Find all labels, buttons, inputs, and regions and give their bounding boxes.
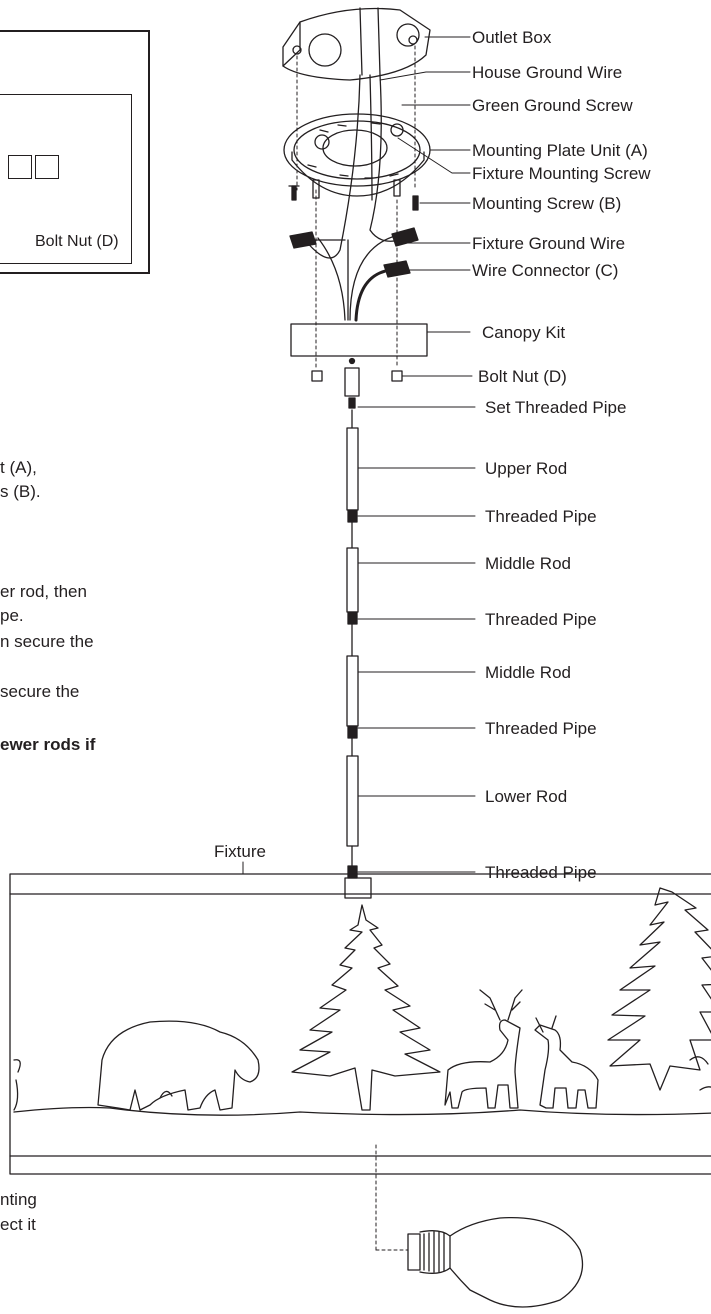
instruction-line: s (B). [0, 482, 41, 501]
callout-mounting-plate-unit: Mounting Plate Unit (A) [472, 141, 648, 160]
instruction-line: er rod, then [0, 582, 87, 601]
tree-icon [291, 904, 441, 1111]
instruction-line: pe. [0, 606, 24, 625]
guide-lines [296, 45, 416, 1251]
deer-icon [444, 989, 599, 1109]
house-wires [304, 74, 401, 259]
callout-threaded-pipe-1: Threaded Pipe [485, 507, 597, 526]
fixture-shade [9, 873, 711, 1175]
fixture-wires [304, 235, 396, 322]
callout-middle-rod-2: Middle Rod [485, 663, 571, 682]
callout-lower-rod: Lower Rod [485, 787, 567, 806]
bolt-nut-icon [311, 370, 403, 382]
callout-threaded-pipe-4: Threaded Pipe [485, 863, 597, 882]
coupling [344, 357, 360, 409]
callout-fixture-ground-wire: Fixture Ground Wire [472, 234, 625, 253]
instruction-line: nting [0, 1190, 37, 1209]
screw-icon [288, 179, 419, 211]
callout-fixture-mounting-screw: Fixture Mounting Screw [472, 164, 651, 183]
callout-wire-connector: Wire Connector (C) [472, 261, 618, 280]
parts-box: Bolt Nut (D) [0, 30, 150, 274]
tree-icon [607, 887, 711, 1091]
fixture-label: Fixture [214, 842, 266, 861]
callout-canopy-kit: Canopy Kit [482, 323, 565, 342]
instruction-line: ect it [0, 1215, 36, 1234]
instruction-line: secure the [0, 682, 80, 701]
instruction-line: t (A), [0, 458, 37, 477]
outlet-box [282, 7, 431, 81]
bear-icon [97, 1020, 260, 1111]
fixture-collar [344, 877, 372, 899]
callout-outlet-box: Outlet Box [472, 28, 552, 47]
callout-threaded-pipe-2: Threaded Pipe [485, 610, 597, 629]
canopy [290, 323, 428, 357]
parts-box-label: Bolt Nut (D) [35, 233, 119, 250]
bolt-nut-square-icon [8, 155, 32, 179]
threaded-pipe-icon [347, 509, 358, 879]
callout-house-ground-wire: House Ground Wire [472, 63, 622, 82]
callout-set-threaded-pipe: Set Threaded Pipe [485, 398, 626, 417]
callout-green-ground-screw: Green Ground Screw [472, 96, 633, 115]
bolt-nut-square-icon [35, 155, 59, 179]
instruction-line-bold: ewer rods if [0, 735, 96, 754]
callout-threaded-pipe-3: Threaded Pipe [485, 719, 597, 738]
callout-mounting-screw: Mounting Screw (B) [472, 194, 621, 213]
light-bulb-icon [407, 1216, 584, 1308]
callout-upper-rod: Upper Rod [485, 459, 567, 478]
parts-inner-box: Bolt Nut (D) [0, 94, 132, 264]
wire-connector-icon [289, 227, 419, 278]
callout-middle-rod-1: Middle Rod [485, 554, 571, 573]
callout-bolt-nut: Bolt Nut (D) [478, 367, 567, 386]
leader-lines [242, 36, 476, 875]
rod [346, 409, 359, 867]
instruction-line: n secure the [0, 632, 94, 651]
